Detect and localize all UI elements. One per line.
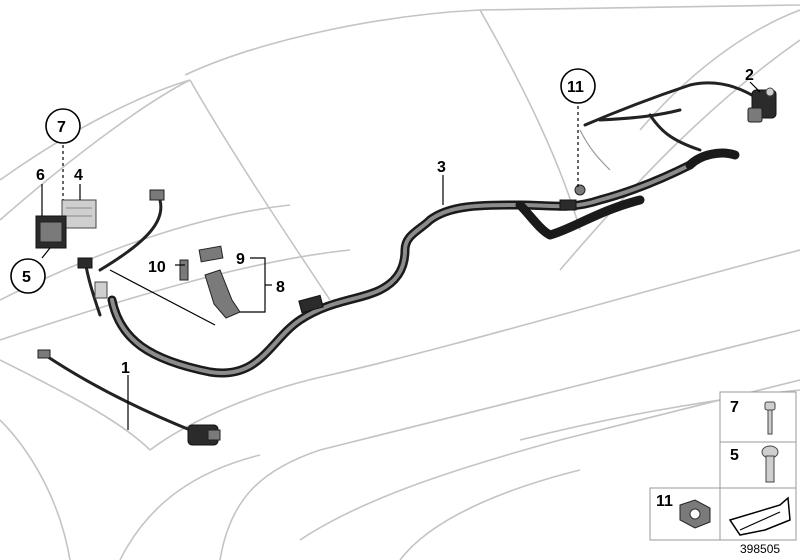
main-battery-cable — [107, 148, 740, 378]
part-1-ground-cable — [37, 349, 221, 446]
nut-icon — [679, 499, 711, 529]
svg-text:11: 11 — [656, 493, 673, 510]
part-8-cable-loop — [77, 189, 165, 317]
part-4-control-module — [61, 199, 97, 229]
callout-5-circle — [10, 258, 46, 294]
reference-number: 398505 — [740, 542, 780, 556]
callout-2: 2 — [745, 67, 754, 84]
callout-10: 10 — [148, 259, 166, 276]
callout-5: 5 — [22, 269, 31, 286]
legend-item-7: 7 — [719, 391, 797, 443]
legend-item-5: 5 — [719, 441, 797, 489]
part-2-battery-terminal — [747, 87, 777, 123]
callout-9: 9 — [236, 251, 245, 268]
leader-lines — [41, 81, 761, 430]
legend-arrow-box — [719, 487, 797, 541]
part-10-clip — [179, 259, 189, 281]
callout-7-circle — [45, 108, 81, 144]
callout-8: 8 — [276, 279, 285, 296]
callout-11-circle — [560, 68, 596, 104]
svg-text:5: 5 — [730, 447, 739, 464]
legend-item-11: 11 — [649, 487, 721, 541]
callout-4: 4 — [74, 167, 83, 184]
svg-text:7: 7 — [730, 399, 739, 416]
callout-7: 7 — [57, 119, 66, 136]
callout-11: 11 — [567, 79, 584, 96]
callout-3: 3 — [437, 159, 446, 176]
callout-1: 1 — [121, 360, 130, 377]
positive-cable-upper — [579, 81, 762, 171]
bolt-icon — [764, 401, 776, 435]
callout-6: 6 — [36, 167, 45, 184]
part-6-bracket — [35, 215, 67, 249]
part-9-clip — [198, 245, 241, 319]
arrow-icon — [728, 496, 791, 536]
screw-icon — [761, 445, 779, 483]
part-11-nut — [574, 184, 586, 196]
